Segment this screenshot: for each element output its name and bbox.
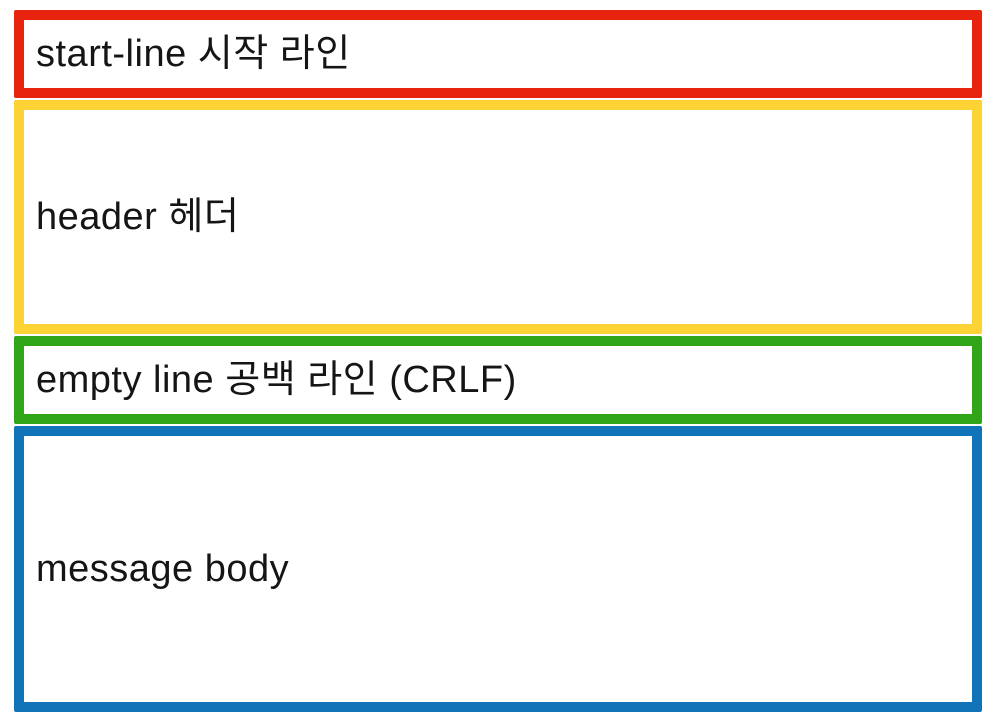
start-line-label: start-line 시작 라인	[36, 33, 351, 75]
box-message-body: message body	[14, 426, 982, 712]
box-header: header 헤더	[14, 100, 982, 334]
message-body-label: message body	[36, 548, 290, 590]
header-label: header 헤더	[36, 196, 240, 238]
empty-line-label: empty line 공백 라인 (CRLF)	[36, 359, 517, 401]
box-empty-line: empty line 공백 라인 (CRLF)	[14, 336, 982, 424]
box-start-line: start-line 시작 라인	[14, 10, 982, 98]
